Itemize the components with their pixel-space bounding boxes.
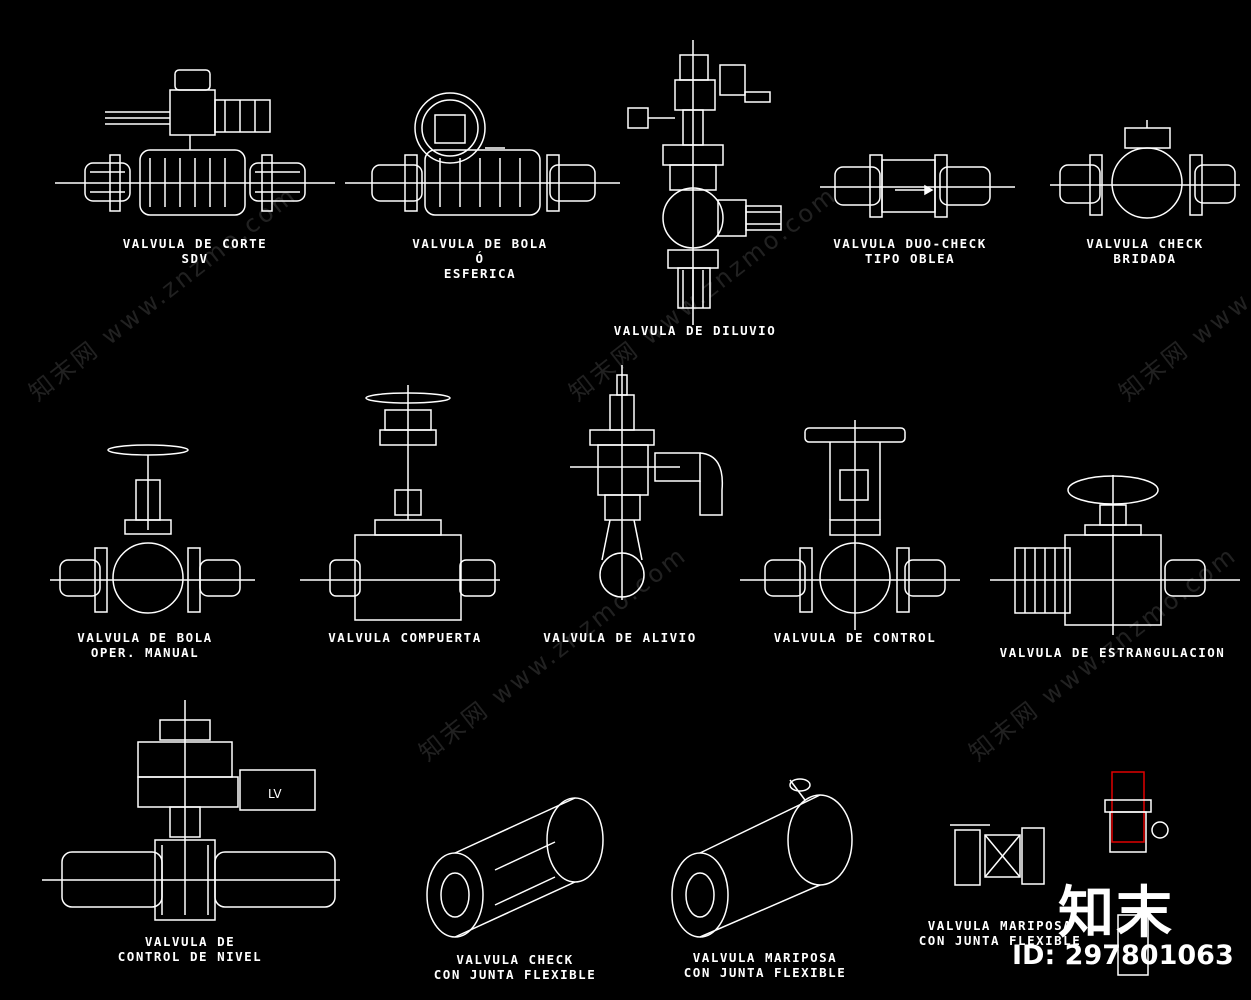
valve-check-flex-drawing <box>427 798 603 937</box>
valve-diluvio-drawing <box>628 40 781 325</box>
label-valvula-alivio: VALVULA DE ALIVIO <box>543 630 697 645</box>
label-valvula-compuerta: VALVULA COMPUERTA <box>328 630 482 645</box>
image-id: ID: 297801063 <box>1012 940 1234 971</box>
brand-logo: 知末 <box>1058 881 1174 946</box>
valve-bola-manual-drawing <box>50 445 255 613</box>
label-valvula-estrangulacion: VALVULA DE ESTRANGULACION <box>999 645 1226 660</box>
valve-corte-sdv-drawing <box>55 70 335 215</box>
label-valvula-control: VALVULA DE CONTROL <box>773 630 937 645</box>
lv-tag: LV <box>268 787 282 801</box>
valve-bola-esferica-drawing <box>345 93 620 215</box>
label-valvula-diluvio: VALVULA DE DILUVIO <box>613 323 777 338</box>
vertical-pipe-red-drawing <box>1105 772 1168 975</box>
valve-mariposa-flex-drawing <box>672 779 852 937</box>
valve-check-bridada-drawing <box>1050 120 1240 218</box>
valve-alivio-drawing <box>570 365 722 600</box>
valve-compuerta-drawing <box>300 385 500 620</box>
valve-control-nivel-drawing: LV <box>42 700 340 920</box>
valve-mariposa-flex-small-drawing <box>950 825 1044 885</box>
valve-control-drawing <box>740 420 960 630</box>
valve-duo-check-drawing <box>820 155 1015 217</box>
valve-estrangulacion-drawing <box>990 475 1240 635</box>
